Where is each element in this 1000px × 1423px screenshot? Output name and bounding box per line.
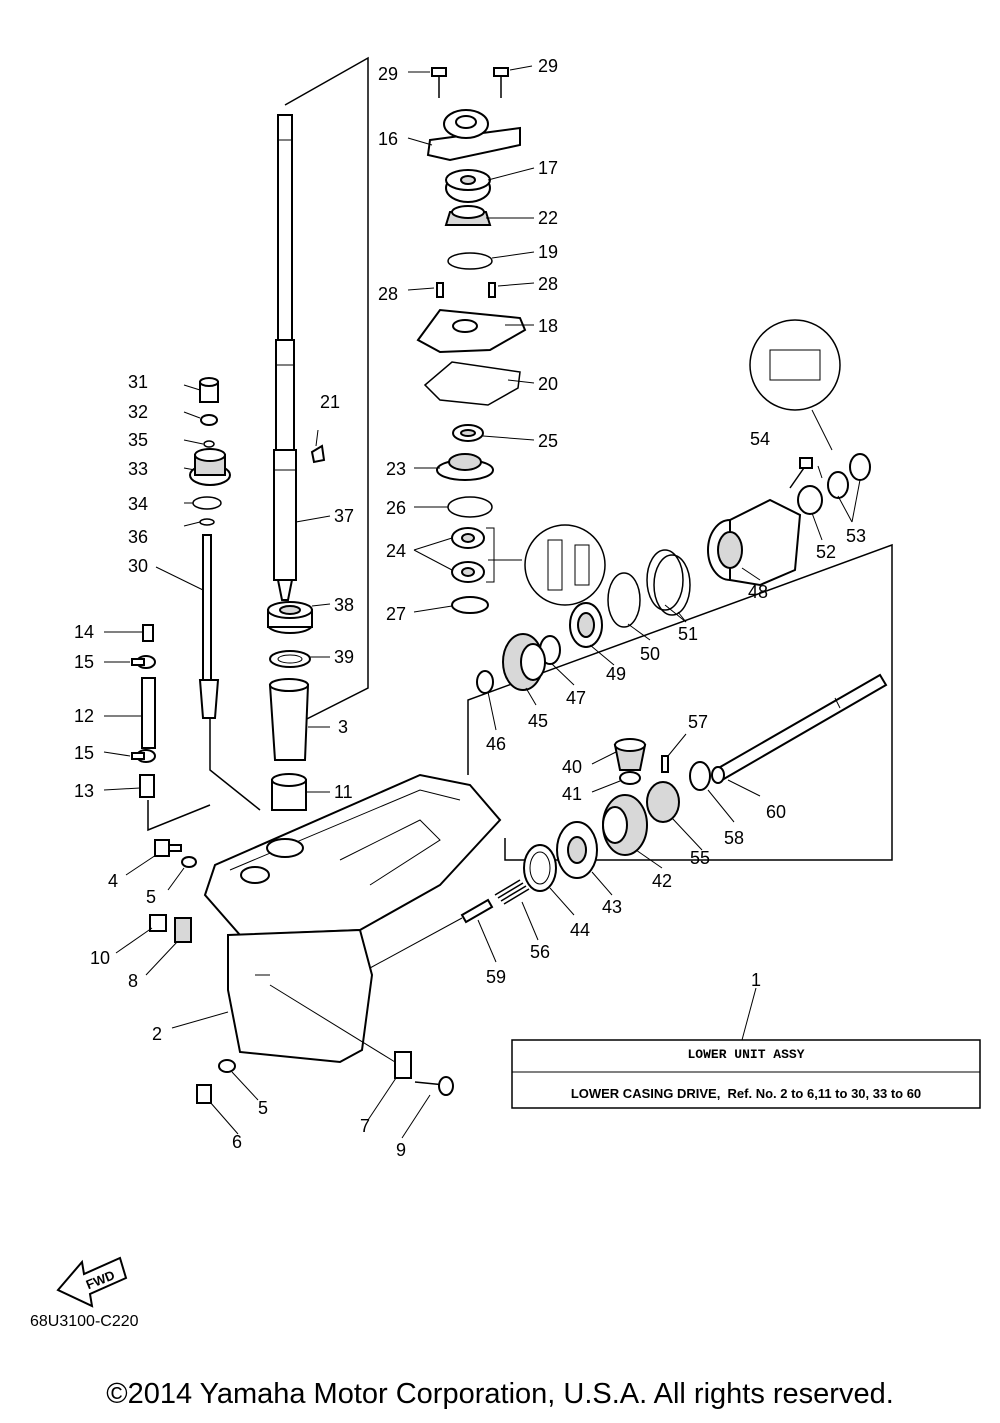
propeller-shaft-parts bbox=[369, 319, 888, 969]
label-6: 6 bbox=[232, 1132, 242, 1152]
label-42: 42 bbox=[652, 871, 672, 891]
label-40: 40 bbox=[562, 757, 582, 777]
label-4: 4 bbox=[108, 871, 118, 891]
label-48: 48 bbox=[748, 582, 768, 602]
label-20: 20 bbox=[538, 374, 558, 394]
label-8: 8 bbox=[128, 971, 138, 991]
assembly-description: LOWER CASING DRIVE, Ref. No. 2 to 6,11 t… bbox=[571, 1086, 921, 1101]
label-7: 7 bbox=[360, 1116, 370, 1136]
label-26: 26 bbox=[386, 498, 406, 518]
label-43: 43 bbox=[602, 897, 622, 917]
fwd-direction-arrow: FWD bbox=[56, 1256, 128, 1308]
label-57: 57 bbox=[688, 712, 708, 732]
label-50: 50 bbox=[640, 644, 660, 664]
label-10: 10 bbox=[90, 948, 110, 968]
label-30: 30 bbox=[128, 556, 148, 576]
label-32: 32 bbox=[128, 402, 148, 422]
copyright-notice: ©2014 Yamaha Motor Corporation, U.S.A. A… bbox=[106, 1378, 894, 1410]
label-35: 35 bbox=[128, 430, 148, 450]
label-33: 33 bbox=[128, 459, 148, 479]
label-9: 9 bbox=[396, 1140, 406, 1160]
casing-fittings bbox=[149, 839, 454, 1104]
part-number-labels: 29 29 16 17 22 19 28 28 18 20 21 25 23 2… bbox=[74, 56, 866, 1160]
label-52: 52 bbox=[816, 542, 836, 562]
label-37: 37 bbox=[334, 506, 354, 526]
label-29a: 29 bbox=[378, 64, 398, 84]
label-49: 49 bbox=[606, 664, 626, 684]
label-53: 53 bbox=[846, 526, 866, 546]
diagram-code: 68U3100-C220 bbox=[30, 1313, 139, 1330]
label-31: 31 bbox=[128, 372, 148, 392]
label-1: 1 bbox=[751, 970, 761, 990]
label-47: 47 bbox=[566, 688, 586, 708]
label-28a: 28 bbox=[378, 284, 398, 304]
water-pump-parts bbox=[416, 67, 606, 614]
label-29b: 29 bbox=[538, 56, 558, 76]
drive-shaft-lower-parts bbox=[267, 444, 326, 811]
label-44: 44 bbox=[570, 920, 590, 940]
label-41: 41 bbox=[562, 784, 582, 804]
label-5a: 5 bbox=[146, 887, 156, 907]
label-24: 24 bbox=[386, 541, 406, 561]
label-60: 60 bbox=[766, 802, 786, 822]
label-54: 54 bbox=[750, 429, 770, 449]
drive-shaft bbox=[273, 114, 297, 601]
label-5b: 5 bbox=[258, 1098, 268, 1118]
label-3: 3 bbox=[338, 717, 348, 737]
label-38: 38 bbox=[334, 595, 354, 615]
label-15b: 15 bbox=[74, 743, 94, 763]
label-28b: 28 bbox=[538, 274, 558, 294]
label-22: 22 bbox=[538, 208, 558, 228]
label-23: 23 bbox=[386, 459, 406, 479]
label-58: 58 bbox=[724, 828, 744, 848]
label-14: 14 bbox=[74, 622, 94, 642]
label-46: 46 bbox=[486, 734, 506, 754]
label-12: 12 bbox=[74, 706, 94, 726]
shift-rod-parts bbox=[131, 377, 231, 798]
assembly-info-box: LOWER UNIT ASSY LOWER CASING DRIVE, Ref.… bbox=[511, 1039, 981, 1109]
label-18: 18 bbox=[538, 316, 558, 336]
label-55: 55 bbox=[690, 848, 710, 868]
label-17: 17 bbox=[538, 158, 558, 178]
lower-casing bbox=[203, 773, 502, 1064]
label-36: 36 bbox=[128, 527, 148, 547]
label-27: 27 bbox=[386, 604, 406, 624]
label-51: 51 bbox=[678, 624, 698, 644]
label-2: 2 bbox=[152, 1024, 162, 1044]
label-15a: 15 bbox=[74, 652, 94, 672]
label-59: 59 bbox=[486, 967, 506, 987]
label-11: 11 bbox=[334, 782, 353, 802]
label-25: 25 bbox=[538, 431, 558, 451]
label-13: 13 bbox=[74, 781, 94, 801]
leader-lines bbox=[103, 65, 861, 1139]
label-16: 16 bbox=[378, 129, 398, 149]
label-19: 19 bbox=[538, 242, 558, 262]
label-34: 34 bbox=[128, 494, 148, 514]
label-39: 39 bbox=[334, 647, 354, 667]
label-56: 56 bbox=[530, 942, 550, 962]
label-45: 45 bbox=[528, 711, 548, 731]
label-21: 21 bbox=[320, 392, 340, 412]
assembly-title: LOWER UNIT ASSY bbox=[687, 1047, 804, 1062]
